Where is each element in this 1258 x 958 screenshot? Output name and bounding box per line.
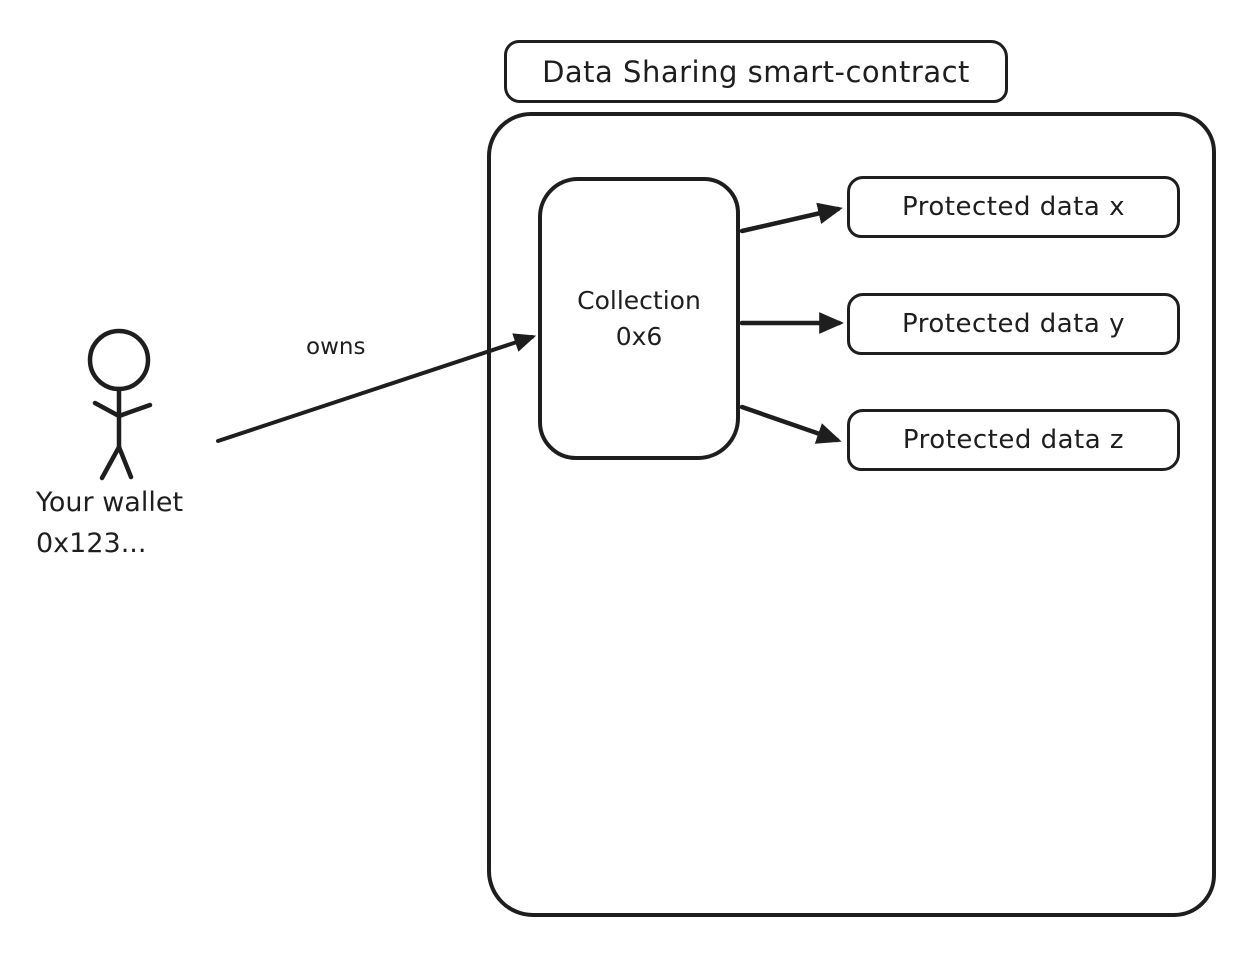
protected-data-y-label: Protected data y bbox=[902, 309, 1125, 339]
protected-data-x-label: Protected data x bbox=[902, 192, 1125, 222]
protected-data-y-box: Protected data y bbox=[847, 293, 1180, 355]
wallet-label-line2: 0x123... bbox=[36, 528, 147, 559]
owns-arrow bbox=[216, 333, 537, 443]
owns-relation-label: owns bbox=[306, 334, 366, 360]
smart-contract-container bbox=[487, 112, 1216, 917]
wallet-actor-label: Your wallet 0x123... bbox=[36, 482, 183, 564]
collection-label-line1: Collection bbox=[577, 285, 701, 315]
smart-contract-title-box: Data Sharing smart-contract bbox=[504, 40, 1008, 103]
stick-figure-icon bbox=[87, 328, 153, 481]
collection-label-line2: 0x6 bbox=[615, 321, 663, 351]
protected-data-z-box: Protected data z bbox=[847, 409, 1180, 471]
wallet-label-line1: Your wallet bbox=[36, 487, 184, 518]
protected-data-z-label: Protected data z bbox=[902, 425, 1125, 455]
smart-contract-title-label: Data Sharing smart-contract bbox=[542, 54, 970, 89]
protected-data-x-box: Protected data x bbox=[847, 176, 1180, 238]
collection-box: Collection 0x6 bbox=[538, 177, 740, 460]
